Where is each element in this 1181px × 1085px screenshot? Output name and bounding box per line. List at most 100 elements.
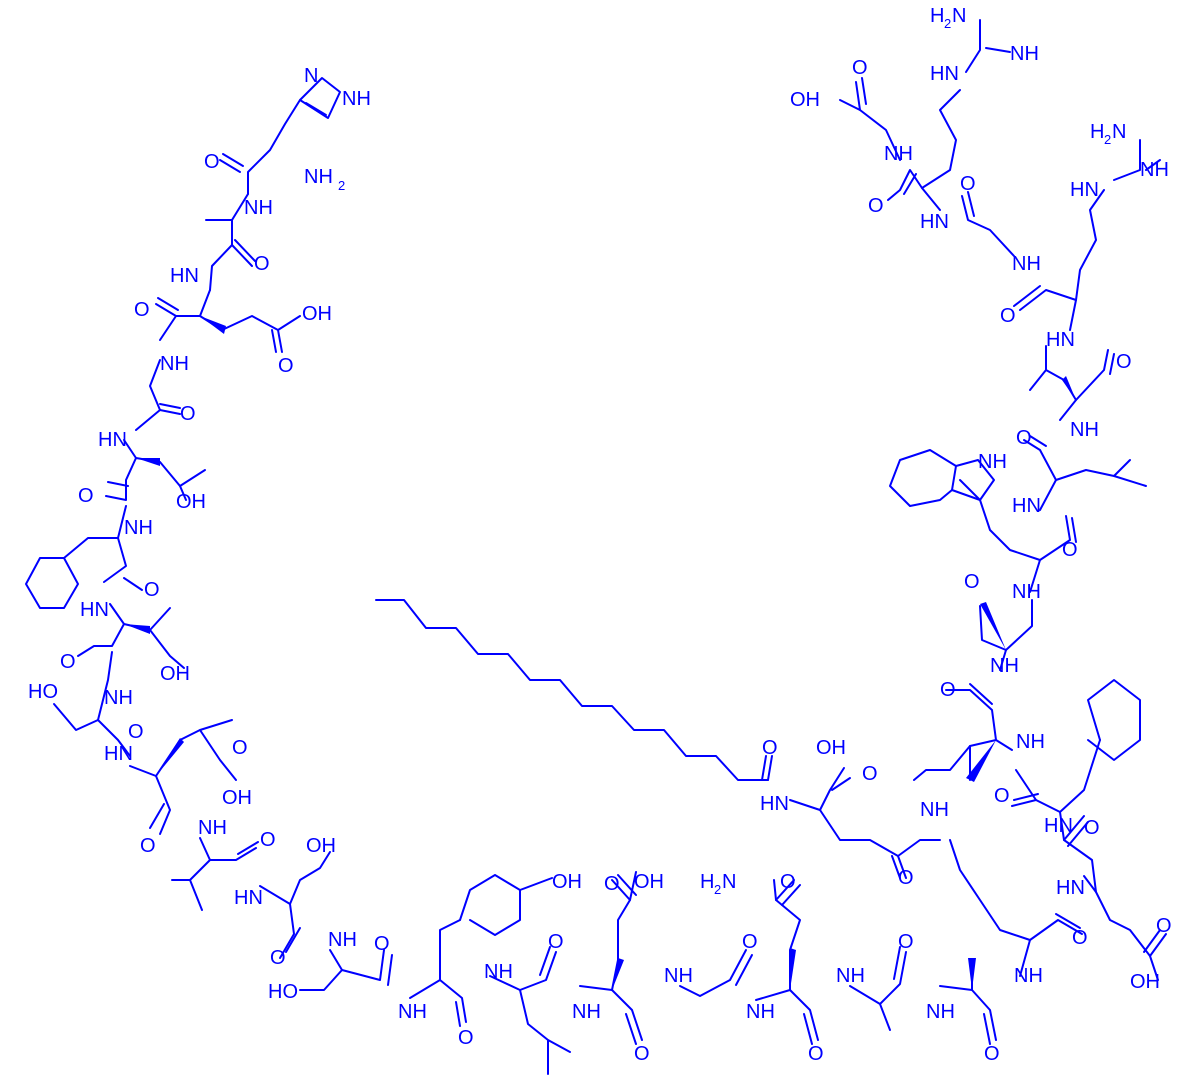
atom-label-h2n-sub: 2 [1104,132,1111,147]
atom-label-nh: NH [1014,965,1043,987]
atom-label-o: O [270,947,286,969]
atom-label-hn: HN [98,429,127,451]
atom-label-o: O [144,579,160,601]
atom-label-o: O [762,737,778,759]
atom-label-o: O [1072,927,1088,949]
c-terminal-backbone [839,19,1167,981]
atom-label-h2n-n: N [722,871,736,893]
atom-label-nh: NH [1010,43,1039,65]
atom-label-o: O [780,871,796,893]
atom-label-o: O [134,299,150,321]
atom-label-nh: NH [342,88,371,110]
atom-label-o: O [204,151,220,173]
atom-label-o: O [1156,915,1172,937]
atom-label-hn: HN [930,63,959,85]
atom-label-o: O [742,931,758,953]
atom-label-nh: NH [990,655,1019,677]
atom-label-oh: OH [790,89,820,111]
atom-label-o: O [232,737,248,759]
atom-label-oh: OH [816,737,846,759]
atom-label-o: O [458,1027,474,1049]
atom-label-nh: NH [198,817,227,839]
atom-label-o: O [808,1043,824,1065]
atom-label-n: N [304,65,318,87]
atom-label-o: O [1000,305,1016,327]
atom-label-o: O [254,253,270,275]
atom-label-hn: HN [1056,877,1085,899]
atom-label-nh: NH [1012,253,1041,275]
atom-label-nh2-sub: 2 [338,178,345,193]
atom-label-hn: HN [1046,329,1075,351]
atom-label-nh: NH [920,799,949,821]
atom-label-hn: HN [920,211,949,233]
atom-label-o: O [1084,817,1100,839]
atom-label-o: O [1062,539,1078,561]
atom-label-o: O [994,785,1010,807]
atom-label-ho: HO [28,681,58,703]
atom-label-o: O [260,829,276,851]
atom-label-oh: OH [1130,971,1160,993]
atom-label-nh: NH [884,143,913,165]
atom-label-nh: NH [1140,159,1169,181]
atom-label-nh: NH [244,197,273,219]
atom-label-hn: HN [1012,495,1041,517]
atom-label-o: O [604,873,620,895]
atom-label-h2n-n: N [1112,121,1126,143]
atom-label-ho: HO [268,981,298,1003]
atom-label-o: O [868,195,884,217]
atom-label-oh: OH [552,871,582,893]
atom-label-nh: NH [836,965,865,987]
atom-label-o: O [140,835,156,857]
atom-label-o: O [60,651,76,673]
atom-label-nh: NH [328,929,357,951]
atom-label-oh: OH [160,663,190,685]
atom-label-oh: OH [306,835,336,857]
atom-label-o: O [960,173,976,195]
atom-label-nh: NH [104,687,133,709]
atom-label-h2n-sub: 2 [714,882,721,897]
atom-label-o: O [548,931,564,953]
atom-label-nh: NH [160,353,189,375]
atom-label-o: O [964,571,980,593]
atom-label-hn: HN [80,599,109,621]
atom-label-o: O [128,721,144,743]
atom-label-h2n: H [1090,121,1104,143]
n-terminal-backbone [25,77,393,991]
atom-label-nh: NH [1016,731,1045,753]
atom-label-hn: HN [760,793,789,815]
atom-label-nh: NH [926,1001,955,1023]
atom-label-nh: NH [484,961,513,983]
atom-label-nh: NH [124,517,153,539]
atom-label-oh: OH [634,871,664,893]
bottom-backbone [409,839,1083,1075]
atom-label-h2n-sub: 2 [944,16,951,31]
palmitoyl-glutamate-sidechain [375,599,941,879]
atom-label-o: O [278,355,294,377]
atom-label-o: O [78,485,94,507]
atom-label-oh: OH [302,303,332,325]
stereo-bonds [124,316,1076,990]
atom-label-nh: NH [398,1001,427,1023]
atom-label-o: O [374,933,390,955]
atom-label-o: O [180,403,196,425]
atom-label-h2n: H [700,871,714,893]
atom-label-o: O [862,763,878,785]
atom-label-o: O [940,679,956,701]
atom-label-hn: HN [234,887,263,909]
atom-label-hn: HN [1070,179,1099,201]
atom-label-hn: HN [170,265,199,287]
atom-labels: N NH O NH 2 NH O HN OH O O NH O HN OH O … [28,5,1172,1065]
atom-label-oh: OH [176,491,206,513]
atom-label-nh: NH [978,451,1007,473]
atom-label-nh: NH [1012,581,1041,603]
atom-label-oh: OH [222,787,252,809]
atom-label-o: O [1116,351,1132,373]
atom-label-nh: NH [1070,419,1099,441]
atom-label-nh2: NH [304,166,333,188]
atom-label-nh: NH [746,1001,775,1023]
atom-label-o: O [898,931,914,953]
atom-label-h2n: H [930,5,944,27]
atom-label-nh: NH [572,1001,601,1023]
atom-label-o: O [984,1043,1000,1065]
